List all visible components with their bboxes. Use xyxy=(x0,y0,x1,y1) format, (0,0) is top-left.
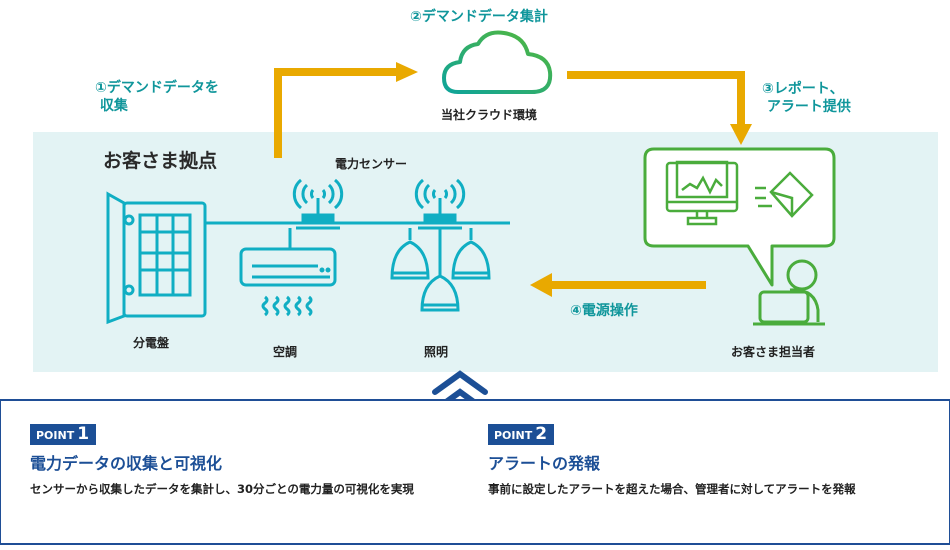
points-panel xyxy=(0,399,950,545)
point-badge-text: POINT xyxy=(494,429,533,442)
monitor-chart-icon xyxy=(665,160,739,226)
arrow-report xyxy=(567,71,752,145)
lighting-icon xyxy=(390,228,491,312)
arrow-collect xyxy=(274,62,418,158)
step-1-label: ①デマンドデータを 収集 xyxy=(95,80,219,114)
point-badge-number: 1 xyxy=(77,424,90,444)
device-label-lighting: 照明 xyxy=(424,345,449,359)
step-3-label: ③レポート、 アラート提供 xyxy=(762,81,851,115)
device-label-distribution-board: 分電盤 xyxy=(133,336,170,350)
point-1-title: 電力データの収集と可視化 xyxy=(30,454,223,473)
cloud-label: 当社クラウド環境 xyxy=(441,108,538,122)
point-badge-text: POINT xyxy=(36,429,75,442)
device-label-air-conditioner: 空調 xyxy=(273,345,298,359)
mail-icon xyxy=(755,171,814,218)
site-title: お客さま拠点 xyxy=(103,150,218,172)
distribution-board-icon xyxy=(106,191,207,325)
step-4-label: ④電源操作 xyxy=(570,303,638,319)
power-sensor-icon xyxy=(414,178,466,230)
sensor-label: 電力センサー xyxy=(335,157,408,171)
air-conditioner-icon xyxy=(239,228,337,317)
point-1-description: センサーから収集したデータを集計し、30分ごとの電力量の可視化を実現 xyxy=(30,482,414,496)
point-badge-number: 2 xyxy=(535,424,548,444)
step-2-label: ②デマンドデータ集計 xyxy=(410,9,548,25)
point-2-description: 事前に設定したアラートを超えた場合、管理者に対してアラートを発報 xyxy=(488,482,856,496)
point-2-title: アラートの発報 xyxy=(488,454,601,473)
cloud-icon xyxy=(442,30,553,94)
power-sensor-icon xyxy=(292,178,344,230)
person-label: お客さま担当者 xyxy=(731,345,816,359)
report-bubble xyxy=(643,147,836,287)
arrow-power-control xyxy=(530,273,706,297)
person-icon xyxy=(753,259,825,326)
